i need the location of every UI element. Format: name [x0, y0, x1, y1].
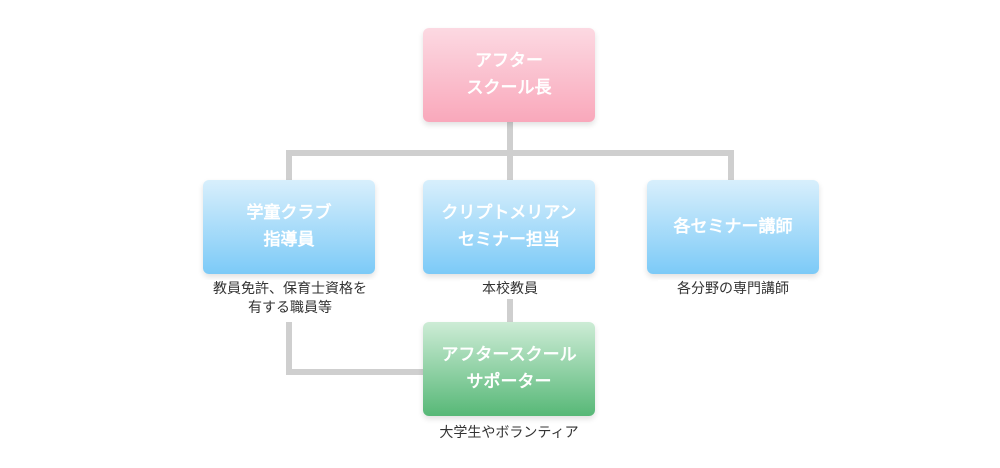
node-afterschool-supporter-label: アフタースクール サポーター — [441, 345, 577, 392]
node-afterschool-head-label: アフター スクール長 — [466, 51, 552, 98]
caption-afterschool-supporter: 大学生やボランティア — [425, 424, 593, 443]
node-seminar-lead-label: クリプトメリアン セミナー担当 — [441, 203, 577, 250]
connector-to-club-instructor — [286, 150, 292, 180]
node-club-instructor-label: 学童クラブ 指導員 — [246, 203, 332, 250]
node-club-instructor: 学童クラブ 指導員 — [203, 180, 375, 274]
connector-club-instructor-down — [286, 322, 292, 375]
connector-seminar-lead-to-supporter — [507, 298, 513, 322]
caption-seminar-lecturers: 各分野の専門講師 — [658, 280, 808, 299]
caption-club-instructor: 教員免許、保育士資格を 有する職員等 — [190, 280, 390, 318]
caption-seminar-lead: 本校教員 — [460, 280, 560, 299]
connector-club-instructor-to-supporter — [286, 369, 424, 375]
connector-to-seminar-lead — [507, 150, 513, 180]
connector-head-down — [507, 122, 513, 156]
node-afterschool-head: アフター スクール長 — [423, 28, 595, 122]
connector-to-seminar-lecturers — [728, 150, 734, 180]
node-seminar-lecturers-label: 各セミナー講師 — [673, 216, 793, 237]
node-afterschool-supporter: アフタースクール サポーター — [423, 322, 595, 416]
node-seminar-lead: クリプトメリアン セミナー担当 — [423, 180, 595, 274]
node-seminar-lecturers: 各セミナー講師 — [647, 180, 819, 274]
